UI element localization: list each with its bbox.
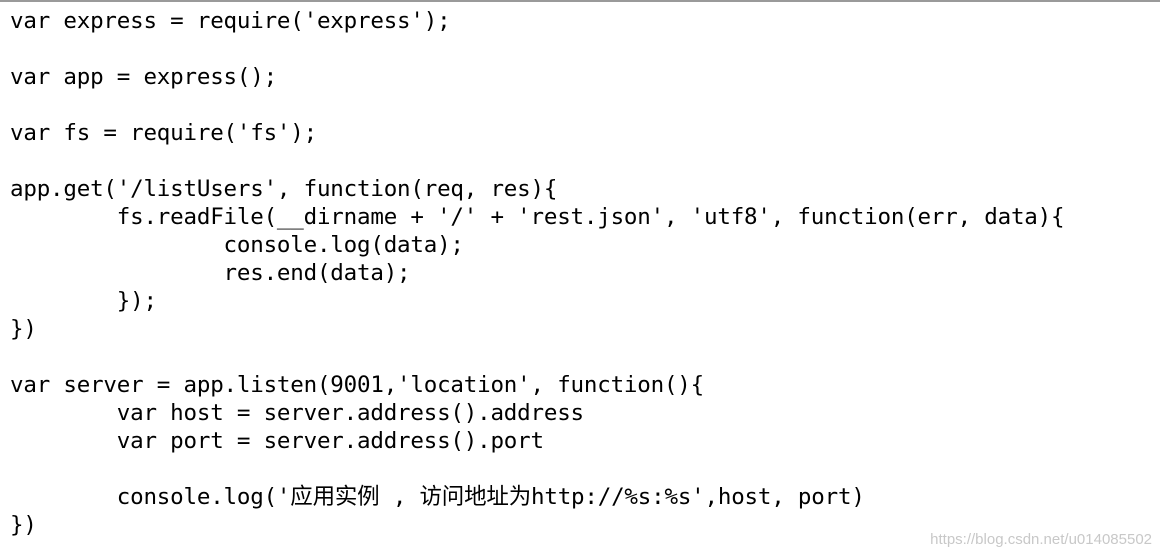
code-line-13 bbox=[10, 343, 1150, 371]
code-line-14: var server = app.listen(9001,'location',… bbox=[10, 372, 704, 398]
code-line-18: console.log('应用实例 , 访问地址为http://%s:%s',h… bbox=[10, 484, 865, 510]
code-line-6 bbox=[10, 147, 1150, 175]
code-line-16: var port = server.address().port bbox=[10, 428, 544, 454]
code-line-17 bbox=[10, 455, 1150, 483]
code-line-15: var host = server.address().address bbox=[10, 400, 584, 426]
code-line-8: fs.readFile(__dirname + '/' + 'rest.json… bbox=[10, 204, 1065, 230]
code-line-2 bbox=[10, 35, 1150, 63]
code-line-11: }); bbox=[10, 288, 157, 314]
watermark: https://blog.csdn.net/u014085502 bbox=[930, 531, 1152, 548]
code-line-19: }) bbox=[10, 512, 37, 538]
code-line-5: var fs = require('fs'); bbox=[10, 120, 317, 146]
code-line-9: console.log(data); bbox=[10, 232, 464, 258]
code-line-3: var app = express(); bbox=[10, 64, 277, 90]
code-line-7: app.get('/listUsers', function(req, res)… bbox=[10, 176, 558, 202]
code-line-10: res.end(data); bbox=[10, 260, 411, 286]
code-line-1: var express = require('express'); bbox=[10, 8, 451, 34]
code-view: var express = require('express'); var ap… bbox=[10, 7, 1150, 556]
code-line-4 bbox=[10, 91, 1150, 119]
code-line-12: }) bbox=[10, 316, 37, 342]
